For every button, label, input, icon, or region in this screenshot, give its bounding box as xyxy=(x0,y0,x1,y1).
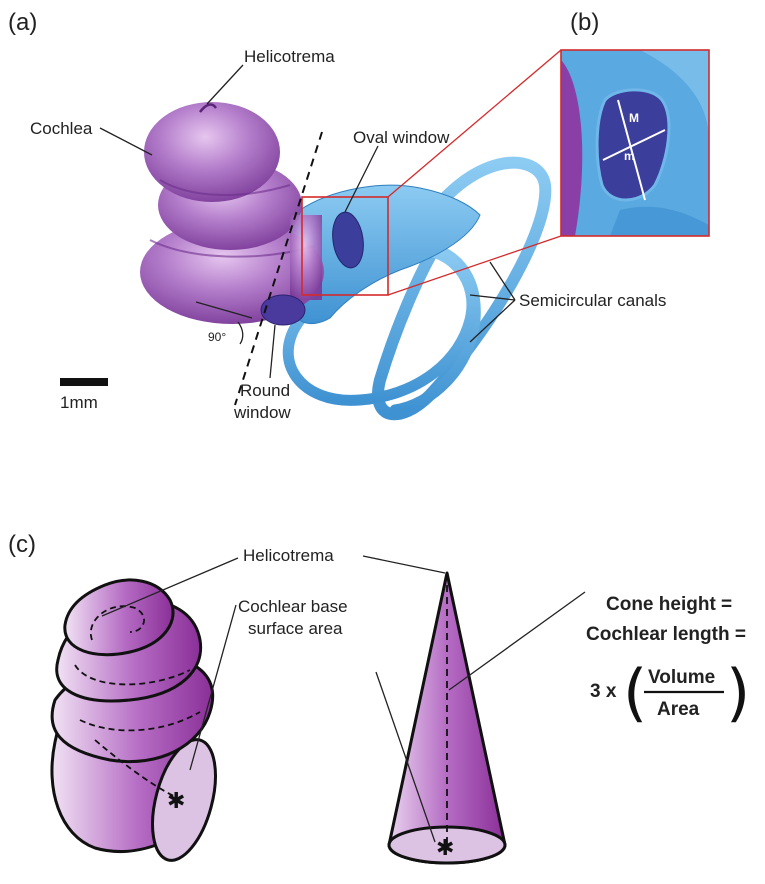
panel-a-render xyxy=(140,50,561,414)
panel-label-c: (c) xyxy=(8,531,36,558)
round-window-leader xyxy=(270,325,275,378)
formula-line-2: Cochlear length = xyxy=(586,624,746,645)
label-major-axis: M xyxy=(629,111,639,125)
cochlea-base-center-mark: ✱ xyxy=(167,789,185,814)
label-round-window-1: Round xyxy=(240,381,290,400)
scale-bar-label: 1mm xyxy=(60,393,98,412)
formula-left-paren: ( xyxy=(623,656,647,729)
label-round-window-2: window xyxy=(233,403,291,422)
label-angle: 90° xyxy=(208,330,226,344)
panel-b-inset xyxy=(561,50,709,236)
label-cochlea: Cochlea xyxy=(30,119,93,138)
round-window-shape xyxy=(261,295,305,325)
label-base-area-2: surface area xyxy=(248,619,343,638)
panel-label-a: (a) xyxy=(8,9,37,36)
cone-base-center-mark: ✱ xyxy=(436,836,454,861)
formula-denominator: Area xyxy=(657,699,700,720)
label-oval-window: Oval window xyxy=(353,128,450,147)
formula-right-paren: ) xyxy=(726,656,750,729)
cochlea-drawing xyxy=(52,580,227,867)
cone-height-leader xyxy=(449,592,585,690)
label-semicircular-canals: Semicircular canals xyxy=(519,291,666,310)
helicotrema-leader-a xyxy=(207,65,243,104)
label-minor-axis: m xyxy=(624,149,635,163)
panel-label-b: (b) xyxy=(570,9,599,36)
formula-numerator: Volume xyxy=(648,667,715,688)
label-base-area-1: Cochlear base xyxy=(238,597,348,616)
cone-drawing: ✱ xyxy=(389,573,505,863)
label-helicotrema-a: Helicotrema xyxy=(244,47,335,66)
label-helicotrema-c: Helicotrema xyxy=(243,546,334,565)
cochlea-leader xyxy=(100,128,152,155)
formula-multiplier: 3 x xyxy=(590,681,617,702)
formula-line-1: Cone height = xyxy=(606,594,732,615)
scale-bar xyxy=(60,378,108,386)
helicotrema-leader-c2 xyxy=(363,556,445,573)
